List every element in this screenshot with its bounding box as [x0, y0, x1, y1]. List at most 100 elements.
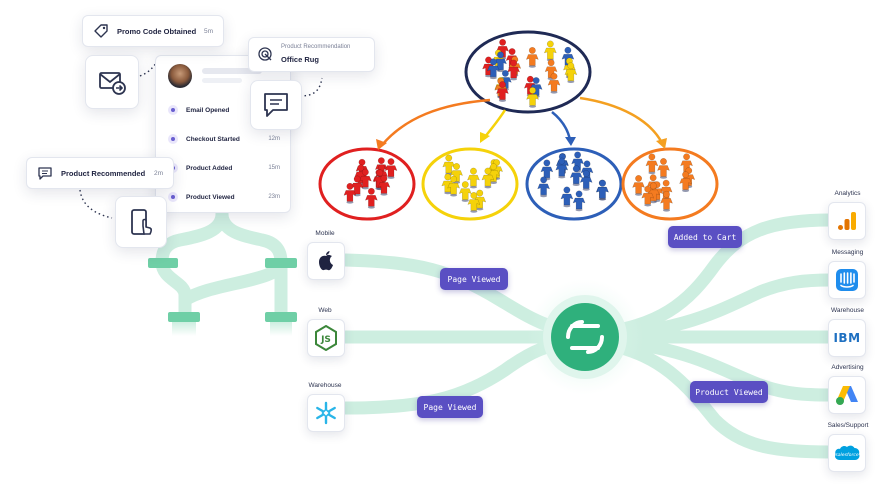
person-figure	[560, 186, 574, 208]
person-figure	[572, 190, 586, 212]
person-figure	[540, 159, 554, 181]
destination-label-advertising: Advertising	[831, 364, 864, 371]
destination-label-warehouse: Warehouse	[831, 307, 864, 314]
person-figure	[481, 167, 495, 189]
person-figure	[547, 72, 561, 94]
apple-icon	[319, 251, 333, 271]
event-chip-product-viewed[interactable]: Product Viewed	[690, 381, 768, 403]
destination-messaging[interactable]	[828, 261, 866, 299]
person-figure	[526, 86, 540, 108]
person-figure	[458, 181, 472, 202]
target-icon	[258, 47, 272, 61]
analytics-bars-icon	[838, 212, 856, 230]
event-dot-icon	[168, 192, 178, 202]
chat-bubble-icon	[264, 93, 288, 117]
source-warehouse[interactable]	[307, 394, 345, 432]
segment-logo-icon	[566, 320, 604, 354]
snowflake-icon	[316, 401, 336, 425]
timeline-event-label: Product Viewed	[186, 193, 235, 201]
audience-crowds	[318, 30, 719, 221]
product-recommended-card[interactable]: Product Recommended 2m	[26, 157, 174, 189]
source-label-mobile: Mobile	[315, 230, 335, 237]
person-figure	[660, 190, 673, 212]
source-web[interactable]: JS	[307, 319, 345, 357]
person-figure	[358, 168, 372, 190]
promo-card-title: Promo Code Obtained	[117, 26, 197, 36]
person-figure	[641, 185, 655, 207]
intercom-icon	[836, 269, 858, 291]
email-forward-icon	[99, 72, 126, 95]
person-figure	[555, 157, 569, 179]
ibm-icon: IBM	[833, 331, 861, 345]
person-figure	[543, 40, 557, 62]
destination-analytics[interactable]	[828, 202, 866, 240]
person-figure	[496, 81, 509, 102]
person-figure	[645, 153, 659, 175]
timeline-event-label: Product Added	[186, 164, 233, 172]
email-channel-box[interactable]	[85, 55, 139, 109]
nodejs-icon: JS	[315, 325, 337, 351]
person-figure	[467, 167, 480, 189]
person-figure	[507, 59, 521, 81]
left-pipes	[155, 207, 288, 319]
person-figure	[486, 58, 500, 80]
destination-label-messaging: Messaging	[831, 249, 864, 256]
product-recommended-time: 2m	[153, 169, 163, 177]
promo-code-card[interactable]: Promo Code Obtained 5m	[82, 15, 224, 47]
person-figure	[525, 46, 539, 68]
person-figure	[384, 158, 398, 179]
timeline-row[interactable]: Email Opened	[168, 102, 280, 118]
person-figure	[657, 158, 670, 179]
timeline-row[interactable]: Product Added 15m	[168, 160, 280, 176]
product-recommendation-card[interactable]: Product Recommendation Office Rug	[248, 37, 375, 72]
person-figure	[569, 165, 583, 187]
event-chip-page-viewed[interactable]: Page Viewed	[417, 396, 483, 418]
source-mobile[interactable]	[307, 242, 345, 280]
mobile-tap-icon	[131, 209, 152, 235]
person-figure	[564, 62, 578, 84]
timeline-event-label: Checkout Started	[186, 135, 240, 143]
person-figure	[364, 187, 378, 209]
profile-sub-placeholder	[202, 78, 242, 83]
person-figure	[343, 182, 357, 204]
salesforce-icon: salesforce	[835, 445, 860, 460]
product-recommended-title: Product Recommended	[61, 168, 146, 178]
timeline-row[interactable]: Checkout Started 12m	[168, 131, 280, 147]
recommendation-kicker: Product Recommendation	[281, 44, 351, 50]
destination-warehouse[interactable]: IBM	[828, 319, 866, 357]
recommendation-title: Office Rug	[281, 55, 319, 64]
tag-icon	[94, 24, 108, 38]
source-label-warehouse: Warehouse	[308, 382, 342, 389]
salesforce-wordmark: salesforce	[835, 452, 859, 458]
svg-text:JS: JS	[320, 335, 331, 345]
event-dot-icon	[168, 105, 178, 115]
dotted-connectors	[79, 55, 323, 219]
destination-sales-support[interactable]: salesforce	[828, 434, 866, 472]
event-chip-page-viewed[interactable]: Page Viewed	[440, 268, 508, 290]
person-figure	[579, 170, 593, 191]
hub-circle	[551, 303, 619, 371]
source-label-web: Web	[318, 307, 332, 314]
timeline-event-label: Email Opened	[186, 106, 230, 114]
person-figure	[487, 163, 500, 184]
destination-advertising[interactable]	[828, 376, 866, 414]
person-figure	[447, 175, 461, 197]
person-figure	[467, 192, 481, 213]
timeline-row[interactable]: Product Viewed 23m	[168, 189, 280, 205]
event-chip-added-to-cart[interactable]: Added to Cart	[668, 226, 742, 248]
profile-name-placeholder	[202, 68, 262, 74]
mobile-channel-box[interactable]	[115, 196, 167, 248]
message-icon	[38, 167, 52, 180]
person-figure	[537, 176, 551, 198]
person-figure	[596, 179, 610, 201]
timeline-event-time: 23m	[268, 194, 280, 200]
event-dot-icon	[168, 134, 178, 144]
chat-channel-box[interactable]	[250, 80, 302, 130]
promo-card-time: 5m	[203, 27, 213, 35]
timeline-event-time: 12m	[268, 136, 280, 142]
google-ads-icon	[836, 386, 858, 405]
person-figure	[632, 175, 646, 196]
destination-label-sales-support: Sales/Support	[827, 422, 869, 429]
event-timeline-panel: Email Opened Checkout Started 12m Produc…	[155, 55, 291, 213]
